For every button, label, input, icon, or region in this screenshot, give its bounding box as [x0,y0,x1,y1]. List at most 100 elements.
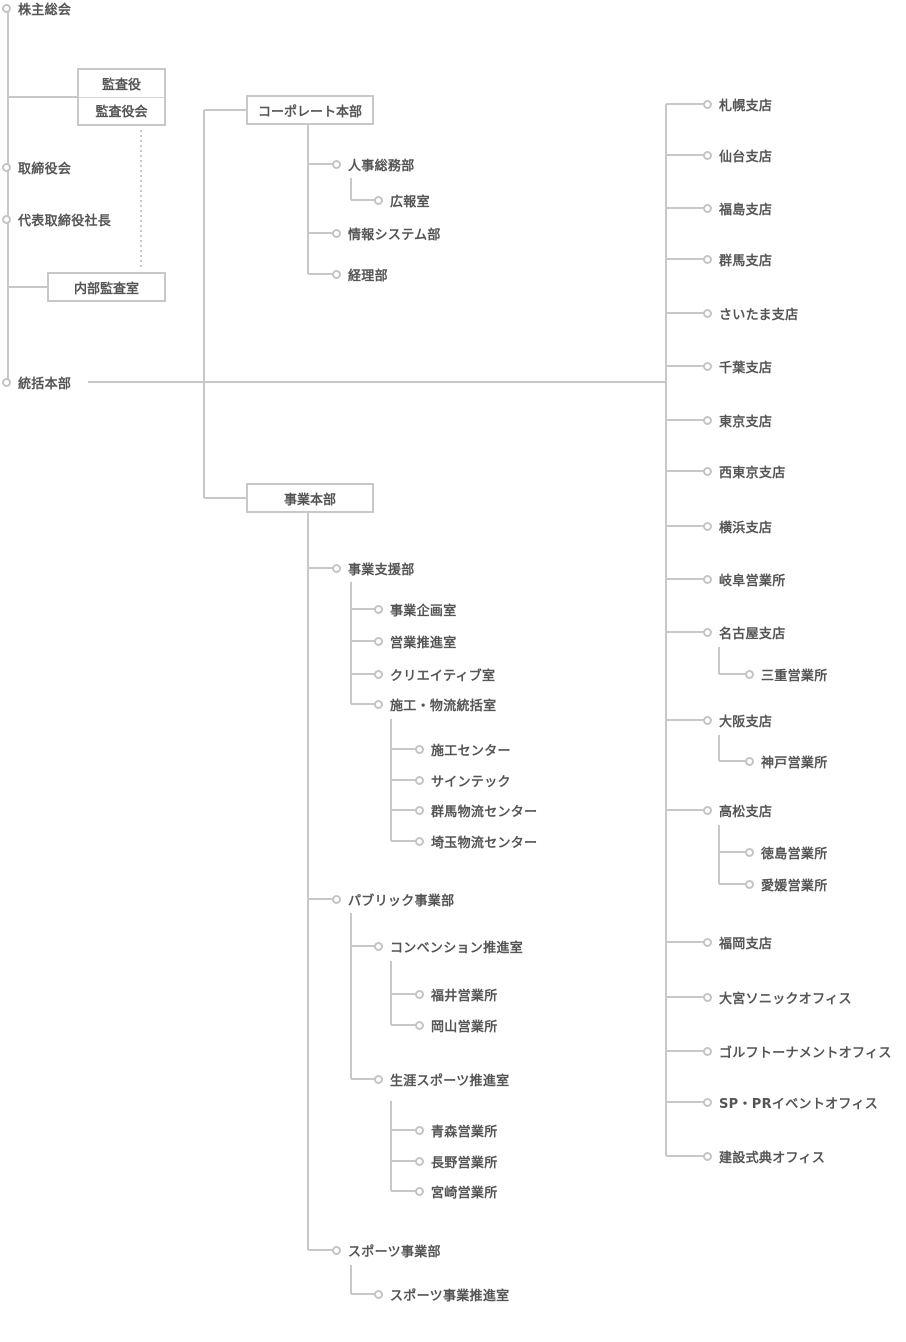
node-branch-gunma: 群馬支店 [703,249,773,269]
node-circle-icon [703,254,712,264]
node-label: サインテック [431,774,511,790]
node-circle-icon [703,627,712,637]
node-label: クリエイティブ室 [390,668,496,684]
node-circle-icon [703,1046,712,1056]
node-label: 西東京支店 [719,465,786,481]
node-circle-icon [332,894,341,904]
node-circle-icon [703,715,712,725]
node-circle-icon [374,1289,383,1299]
node-circle-icon [415,1020,424,1030]
node-circle-icon [415,989,424,999]
node-label: 福島支店 [719,202,773,218]
node-lifelong-sports: 生涯スポーツ推進室 [374,1069,509,1089]
node-circle-icon [374,669,383,679]
node-label: 営業推進室 [390,635,457,651]
node-label: 事業支援部 [348,562,415,578]
node-public-business: パブリック事業部 [332,889,454,909]
node-branch-takamatsu: 高松支店 [703,800,773,820]
node-label: 群馬支店 [719,253,773,269]
node-sales-promotion: 営業推進室 [374,631,457,651]
node-label: 施工センター [431,743,511,759]
node-creative: クリエイティブ室 [374,664,496,684]
node-label: 青森営業所 [431,1124,498,1140]
node-circle-icon [374,1074,383,1084]
node-circle-icon [2,377,11,387]
node-fukui-office: 福井営業所 [415,984,498,1004]
node-branch-sp-pr: SP・PRイベントオフィス [703,1092,878,1112]
node-circle-icon [703,308,712,318]
node-circle-icon [415,744,424,754]
node-convention: コンベンション推進室 [374,936,523,956]
node-it: 情報システム部 [332,223,441,243]
node-circle-icon [703,150,712,160]
node-label: 神戸営業所 [761,755,828,771]
node-label: スポーツ事業推進室 [390,1288,510,1304]
node-sports-business: スポーツ事業部 [332,1240,441,1260]
node-sports-promotion: スポーツ事業推進室 [374,1284,510,1304]
auditor-label: 監査役 [101,77,141,93]
node-shareholders: 株主総会 [2,0,72,18]
node-okayama-office: 岡山営業所 [415,1015,498,1035]
node-label: スポーツ事業部 [348,1244,441,1260]
node-branch-fukuoka: 福岡支店 [703,932,773,952]
node-branch-sendai: 仙台支店 [703,145,772,165]
node-circle-icon [374,604,383,614]
node-branch-fukushima: 福島支店 [703,198,773,218]
node-circle-icon [703,992,712,1002]
node-branch-kobe: 神戸営業所 [745,751,828,771]
node-label: 大宮ソニックオフィス [719,991,852,1007]
node-label: 株主総会 [18,2,72,18]
node-label: 岐阜営業所 [719,573,786,589]
audit-box: 監査役 監査役会 [77,68,166,126]
node-circle-icon [374,941,383,951]
node-signtech: サインテック [415,770,511,790]
node-hr: 人事総務部 [332,154,415,174]
node-label: さいたま支店 [719,307,799,323]
node-circle-icon [374,699,383,709]
node-branch-gifu: 岐阜営業所 [703,569,786,589]
node-label: 取締役会 [18,161,72,177]
node-branch-mie: 三重営業所 [745,664,828,684]
node-circle-icon [703,361,712,371]
node-label: 代表取締役社長 [18,213,112,229]
node-label: 大阪支店 [719,714,773,730]
node-label: 統括本部 [18,376,72,392]
node-circle-icon [703,99,712,109]
node-branch-chiba: 千葉支店 [703,356,772,376]
node-label: 高松支店 [719,804,773,820]
node-branch-sapporo: 札幌支店 [703,94,772,114]
node-circle-icon [703,1097,712,1107]
node-label: 経理部 [348,268,388,284]
node-business-support: 事業支援部 [332,558,415,578]
node-construction-logistics: 施工・物流統括室 [374,694,496,714]
node-label: 徳島営業所 [761,846,828,862]
node-miyazaki-office: 宮崎営業所 [415,1181,498,1201]
node-accounting: 経理部 [332,264,388,284]
node-circle-icon [2,3,11,13]
node-label: 愛媛営業所 [761,878,828,894]
node-circle-icon [745,847,754,857]
node-aomori-office: 青森営業所 [415,1120,498,1140]
node-pr: 広報室 [374,190,430,210]
node-circle-icon [415,1186,424,1196]
node-label: 人事総務部 [348,158,415,174]
node-circle-icon [374,195,383,205]
node-branch-tokushima: 徳島営業所 [745,842,828,862]
node-circle-icon [703,937,712,947]
node-circle-icon [703,574,712,584]
node-saitama-logistics: 埼玉物流センター [415,831,537,851]
node-business-planning: 事業企画室 [374,599,457,619]
node-label: 事業企画室 [390,603,457,619]
node-label: 福岡支店 [719,936,773,952]
node-circle-icon [703,805,712,815]
node-circle-icon [703,203,712,213]
node-circle-icon [332,228,341,238]
node-gunma-logistics: 群馬物流センター [415,800,537,820]
node-headquarters: 統括本部 [2,372,72,392]
node-circle-icon [332,1245,341,1255]
node-label: 東京支店 [719,414,773,430]
node-branch-saitama: さいたま支店 [703,303,799,323]
node-label: 宮崎営業所 [431,1185,498,1201]
node-circle-icon [415,775,424,785]
